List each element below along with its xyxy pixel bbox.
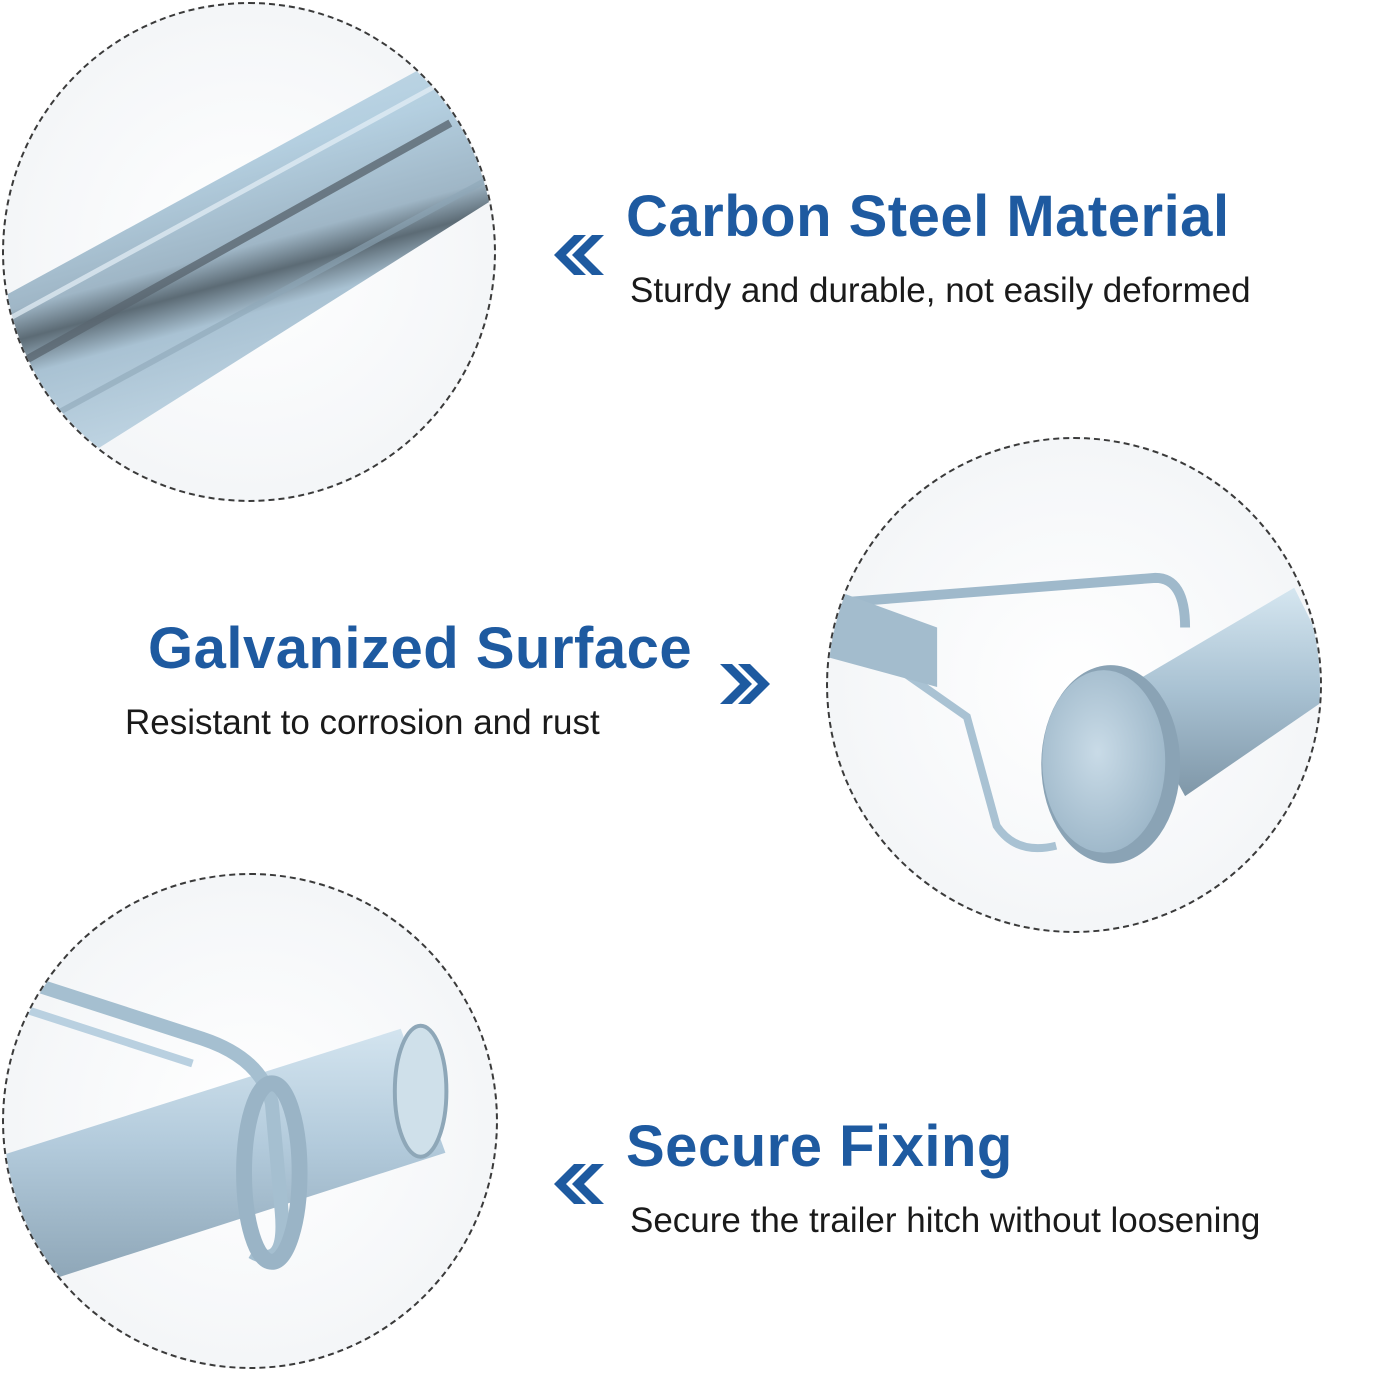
- feature-title-carbon-steel: Carbon Steel Material: [626, 184, 1230, 249]
- chevron-double-right-icon: [720, 664, 770, 704]
- secure-clip-illustration: [4, 977, 449, 1292]
- feature-description-carbon-steel: Sturdy and durable, not easily deformed: [630, 271, 1251, 310]
- feature-description-galvanized: Resistant to corrosion and rust: [125, 703, 600, 742]
- chevron-double-left-icon: [554, 1164, 604, 1204]
- feature-title-galvanized: Galvanized Surface: [148, 616, 693, 681]
- steel-rod-illustration: [4, 63, 494, 471]
- secure-clip-closeup-image: [2, 873, 498, 1369]
- chevron-double-left-icon: [554, 235, 604, 275]
- feature-description-secure-fixing: Secure the trailer hitch without looseni…: [630, 1201, 1261, 1240]
- pin-head-illustration: [828, 572, 1320, 864]
- pin-head-closeup-image: [826, 437, 1322, 933]
- feature-title-secure-fixing: Secure Fixing: [626, 1114, 1013, 1179]
- steel-rod-closeup-image: [2, 2, 496, 502]
